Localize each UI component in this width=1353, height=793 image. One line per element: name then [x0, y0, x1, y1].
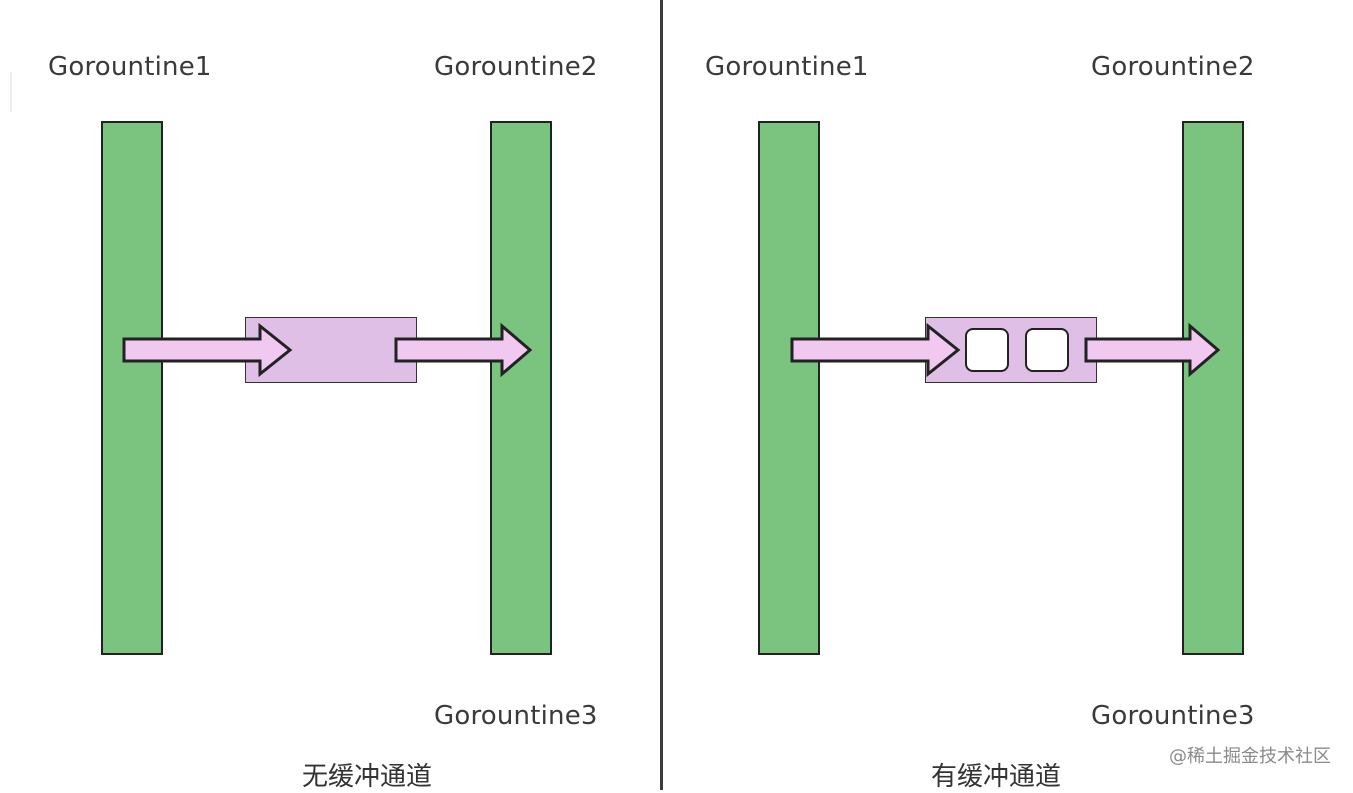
- panel-divider: [660, 0, 663, 790]
- goroutine2-bar: [490, 121, 552, 655]
- scan-artifact: [10, 72, 12, 112]
- buffered-caption: 有缓冲通道: [931, 762, 1062, 792]
- send-arrow-icon: [790, 322, 961, 378]
- goroutine2-bar: [1182, 121, 1244, 655]
- goroutine1-bar: [101, 121, 163, 655]
- unbuffered-channel-panel: Gorountine1 Gorountine2 Gorountine3 无缓冲通…: [0, 0, 660, 792]
- send-arrow-icon: [122, 322, 293, 378]
- receive-arrow-icon: [394, 322, 533, 378]
- buffered-channel-panel: Gorountine1 Gorountine2 Gorountine3 有缓冲通…: [663, 0, 1353, 792]
- watermark: @稀土掘金技术社区: [1169, 746, 1331, 767]
- goroutine2-label: Gorountine2: [434, 52, 598, 82]
- goroutine2-label: Gorountine2: [1091, 52, 1255, 82]
- goroutine3-label: Gorountine3: [1091, 701, 1255, 731]
- buffer-slot-1: [965, 328, 1009, 372]
- unbuffered-caption: 无缓冲通道: [302, 762, 433, 792]
- buffer-slot-2: [1025, 328, 1069, 372]
- goroutine1-label: Gorountine1: [705, 52, 869, 82]
- goroutine3-label: Gorountine3: [434, 701, 598, 731]
- receive-arrow-icon: [1084, 322, 1221, 378]
- goroutine1-label: Gorountine1: [48, 52, 212, 82]
- goroutine1-bar: [758, 121, 820, 655]
